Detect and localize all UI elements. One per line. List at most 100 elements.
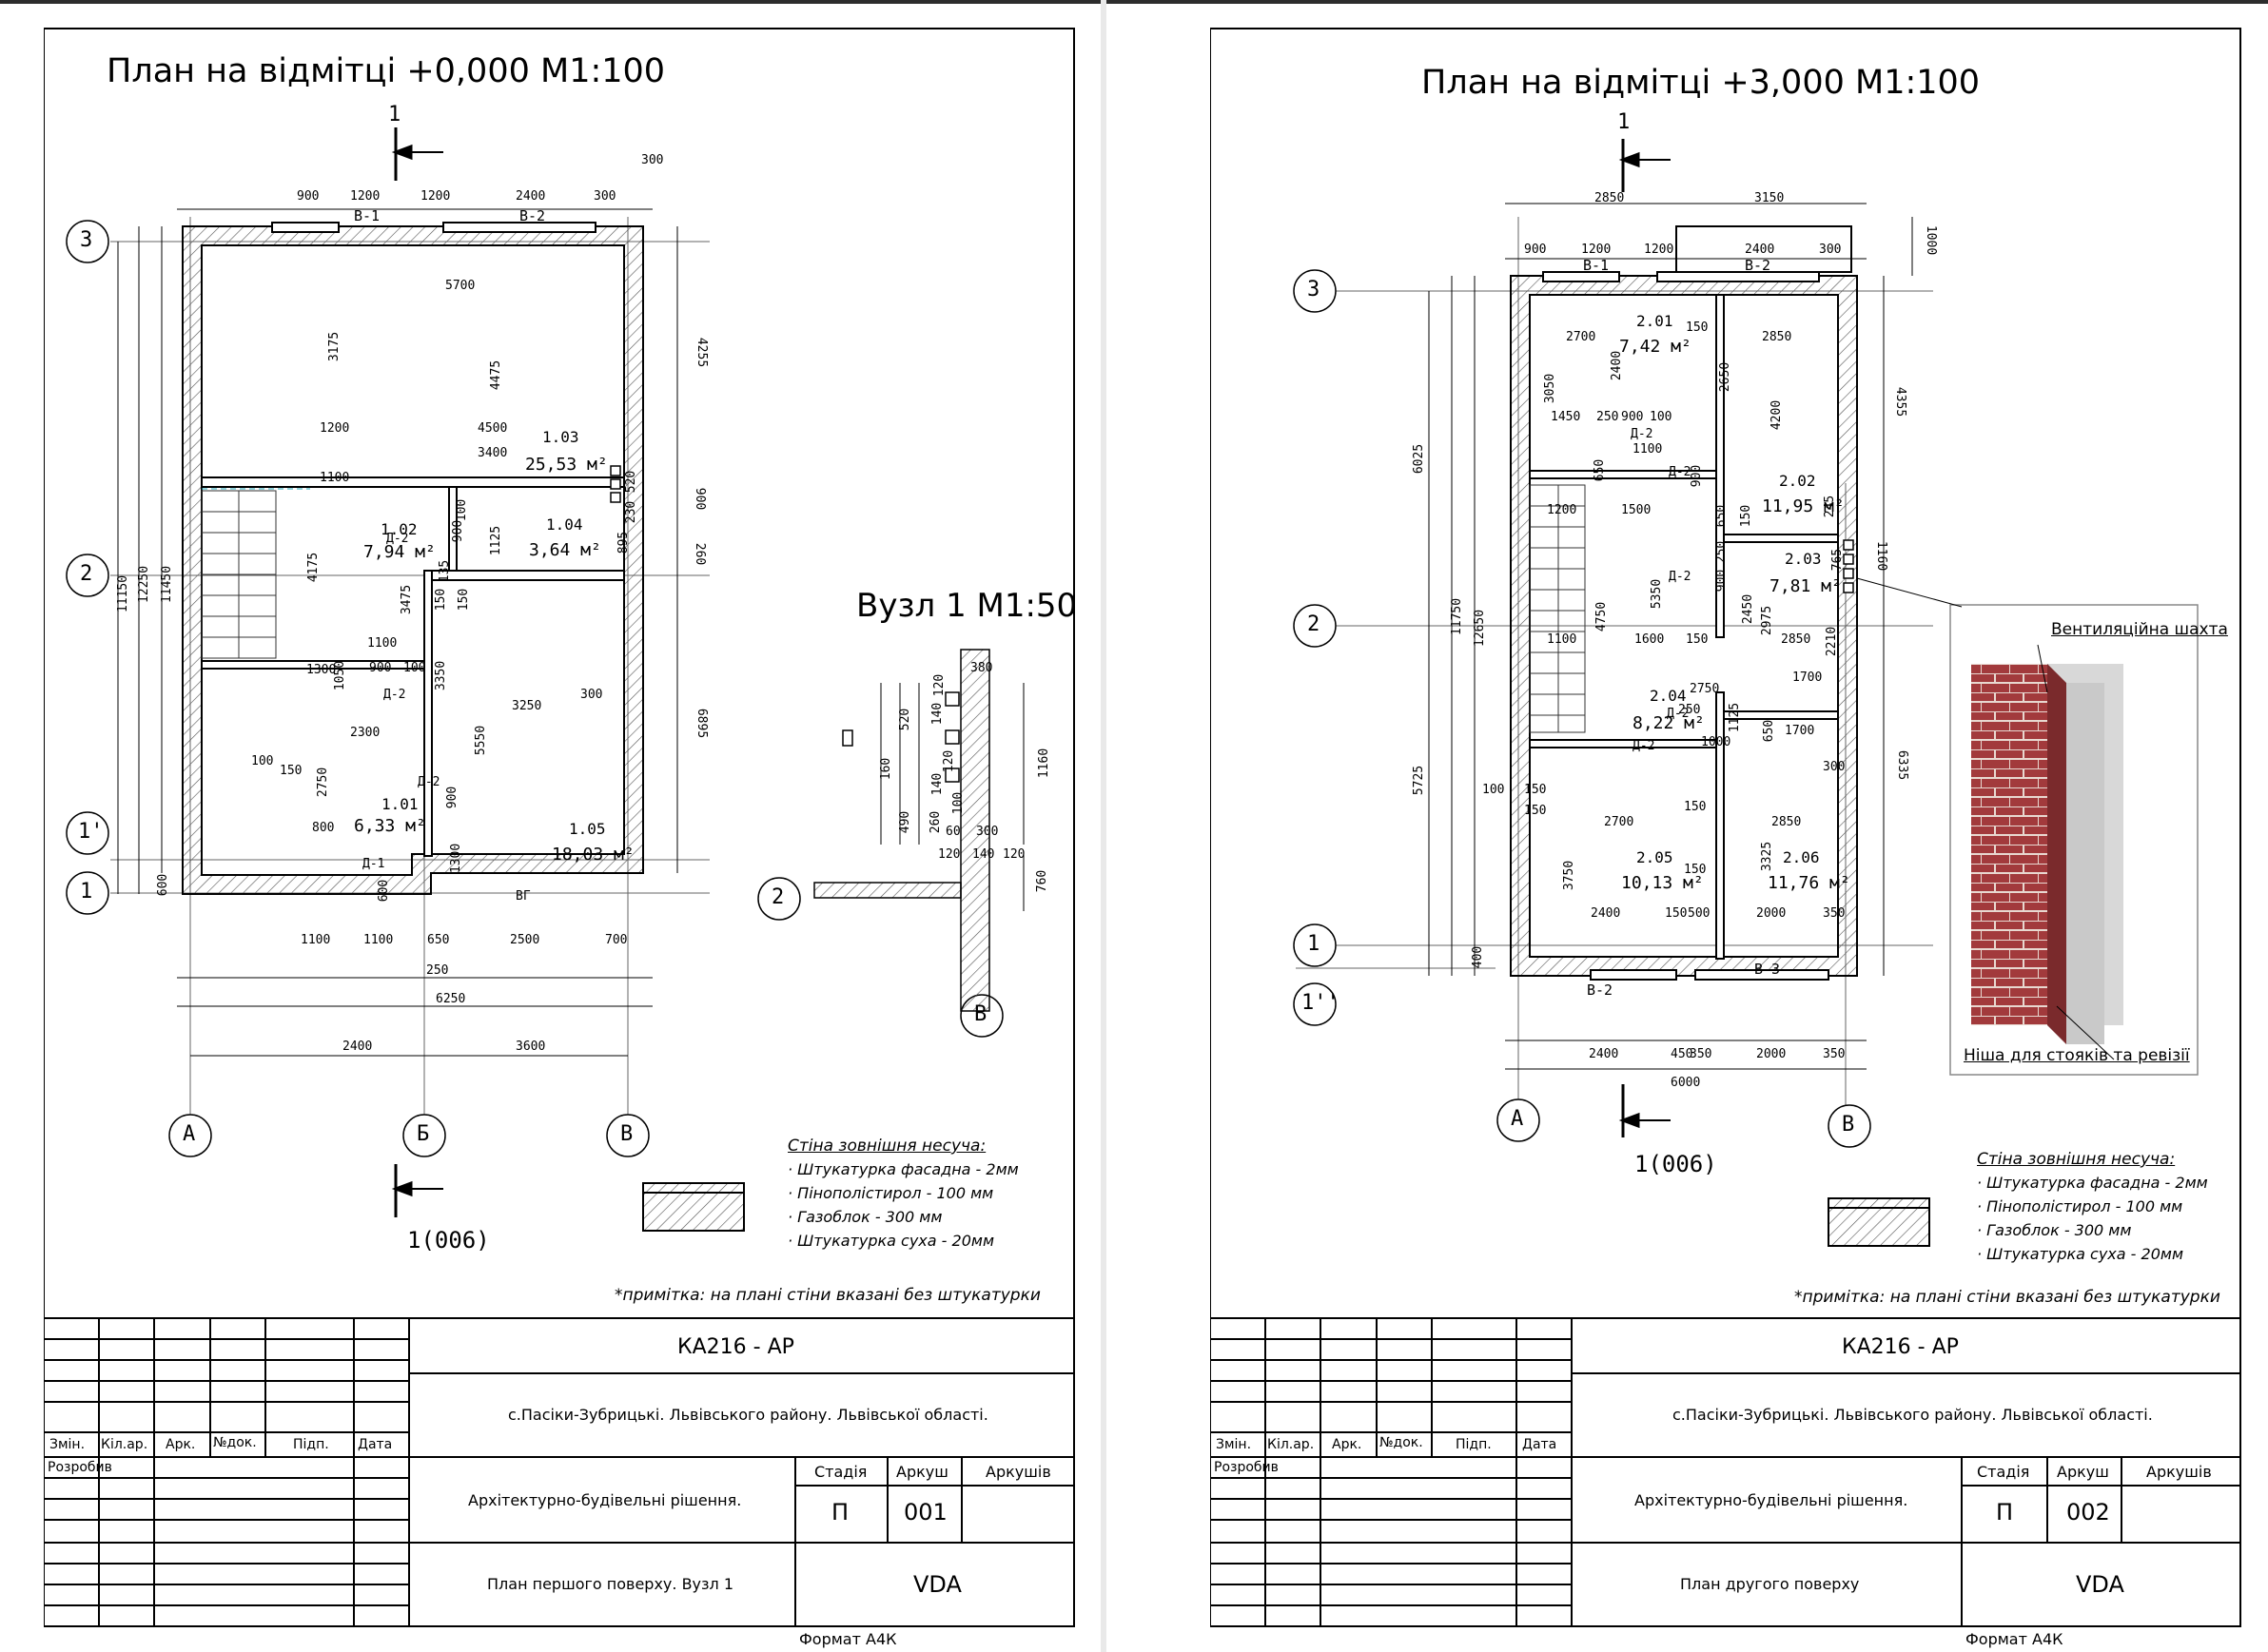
dim-text: 4255 [694, 337, 710, 368]
dim-text: 250 [1678, 703, 1701, 717]
dim-text: 4355 [1893, 386, 1908, 418]
vent-shaft-label: Вентиляційна шахта [2051, 620, 2228, 639]
dim-text: 1200 [1547, 503, 1577, 517]
door-tag: Д-2 [383, 688, 406, 702]
section-mark-bottom: 1(006) [407, 1227, 490, 1254]
plan-title: План на відмітці +0,000 М1:100 [107, 52, 666, 90]
room-number: 1.01 [381, 795, 419, 813]
viewer-top-bar [0, 0, 2268, 4]
dim-text: 150 [457, 588, 472, 612]
dim-text: 900 [451, 519, 466, 543]
plan-note: *примітка: на плані стіни вказані без шт… [1794, 1288, 2220, 1307]
dim-text: 4750 [1594, 601, 1610, 632]
tb-sheet-number: 002 [2066, 1499, 2110, 1526]
project-address: с.Пасіки-Зубрицькі. Львівського району. … [1672, 1406, 2153, 1424]
room-area: 6,33 м² [354, 816, 426, 836]
dim-text: 1125 [489, 525, 504, 556]
dim-text: 760 [1035, 869, 1050, 893]
axis-label-a: A [183, 1122, 196, 1146]
legend-item: · Штукатурка суха - 20мм [1977, 1245, 2184, 1263]
dim-text: 11150 [116, 574, 131, 613]
dim-text: 2400 [1610, 350, 1625, 381]
dim-text: 2400 [1589, 1047, 1619, 1061]
dim-text: 150 [434, 588, 449, 612]
dim-text: 100 [403, 661, 426, 675]
door-tag: Д-2 [386, 532, 409, 546]
tb-header-count: Кіл.ар. [101, 1437, 148, 1452]
window-tag: В-2 [1745, 257, 1771, 274]
dim-text: 100 [1482, 783, 1505, 797]
dim-text: 1700 [1792, 671, 1823, 685]
tb-stage: П [1996, 1499, 2014, 1526]
legend-item: · Штукатурка фасадна - 2мм [788, 1160, 1019, 1178]
tb-header-sheet: Арк. [166, 1437, 196, 1452]
door-tag: Д-2 [1633, 739, 1655, 753]
dim-text: 3325 [1760, 841, 1775, 872]
sheet-frame [1210, 28, 2241, 1627]
dim-text: 300 [976, 825, 999, 839]
dim-text: 2400 [342, 1040, 373, 1054]
dim-text: 250 [426, 963, 449, 978]
dim-text: 900 [1524, 243, 1547, 257]
room-area: 25,53 м² [525, 455, 608, 475]
tb-section: Архітектурно-будівельні рішення. [468, 1491, 742, 1509]
dim-text: 1160 [1037, 748, 1052, 779]
tb-sheet-number: 001 [904, 1499, 948, 1526]
dim-text: 3475 [400, 584, 415, 615]
dim-text: 520 [624, 470, 639, 494]
dim-text: 1000 [1924, 224, 1939, 256]
paper-format: Формат А4К [1965, 1630, 2063, 1648]
detail-title: Вузл 1 М1:50 [856, 587, 1078, 625]
legend-title: Стіна зовнішня несуча: [1977, 1150, 2176, 1169]
window-tag: В-1 [354, 207, 381, 224]
floor-plan-walls [1510, 225, 1858, 981]
dim-text: 900 [693, 487, 708, 511]
dim-text: 300 [641, 153, 664, 167]
dim-text: 6250 [436, 992, 466, 1006]
dim-text: 490 [898, 810, 913, 834]
dim-text: 650 [1762, 719, 1777, 743]
dim-text: 150 [1524, 783, 1547, 797]
window-tag: В-2 [519, 207, 546, 224]
title-block-grid [44, 1317, 1074, 1626]
room-number: 1.04 [546, 515, 583, 534]
dim-text: 1600 [1634, 632, 1665, 647]
room-number: 1.02 [381, 520, 418, 538]
dim-text: 160 [879, 757, 894, 781]
dim-text: 150 [1739, 504, 1754, 528]
section-arrows [1618, 139, 1671, 1137]
tb-header-date: Дата [358, 1437, 393, 1452]
dim-text: 4200 [1769, 399, 1785, 431]
sheet-frame [44, 28, 1075, 1627]
door-tag: Д-2 [418, 775, 440, 789]
detail-node-drawing [813, 649, 1025, 1012]
dim-text: 2650 [1718, 361, 1733, 393]
axis-label-1: 1 [80, 880, 93, 904]
tb-header-count: Кіл.ар. [1267, 1437, 1315, 1452]
wall-legend-swatch [1828, 1197, 1930, 1247]
dim-text: 60 [946, 825, 961, 839]
dim-text: 300 [1823, 760, 1846, 774]
dim-text: 450 [1671, 1047, 1693, 1061]
dim-text: 230 [624, 500, 639, 524]
dim-text: 5725 [1412, 765, 1427, 796]
dim-text: 245 [1823, 495, 1838, 518]
tb-company: VDA [913, 1571, 962, 1598]
dim-text: 12250 [137, 565, 152, 604]
tb-header-change: Змін. [1216, 1437, 1252, 1452]
tb-drawing-name: План першого поверху. Вузл 1 [487, 1575, 734, 1593]
tb-header-change: Змін. [49, 1437, 86, 1452]
dim-text: 350 [1823, 1047, 1846, 1061]
tb-sheets-label: Аркушів [2146, 1463, 2212, 1481]
window-tag: В-2 [1587, 981, 1613, 999]
dim-text: 4175 [306, 552, 322, 583]
room-area: 8,22 м² [1633, 713, 1705, 733]
dim-text: 2450 [1741, 593, 1756, 625]
dim-text: 600 [156, 873, 171, 897]
dim-text: 2210 [1825, 626, 1840, 657]
tb-section: Архітектурно-будівельні рішення. [1634, 1491, 1908, 1509]
axis-label-2: 2 [1307, 612, 1320, 636]
dim-text: 650 [1593, 458, 1608, 482]
dim-text: 3250 [512, 699, 542, 713]
axis-label-1-double-prime: 1'' [1301, 991, 1339, 1015]
